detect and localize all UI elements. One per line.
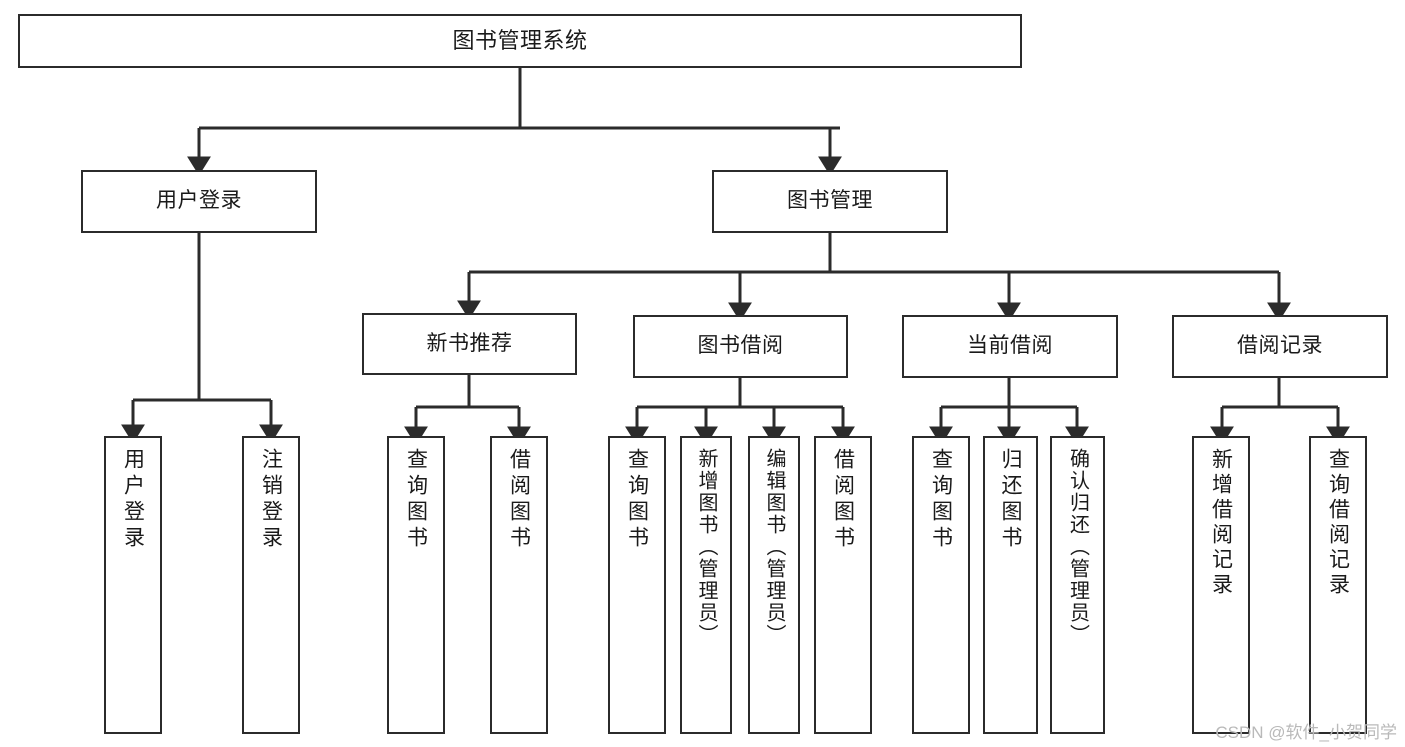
node-label: 确认归还（管理员） — [1066, 448, 1089, 646]
node-book-management[interactable]: 图书管理 — [712, 170, 948, 233]
node-label: 图书管理 — [787, 189, 873, 213]
leaf-book-borrow-query-books[interactable]: 查询图书 — [608, 436, 666, 734]
node-label: 借阅记录 — [1237, 334, 1323, 358]
node-current-borrow[interactable]: 当前借阅 — [902, 315, 1118, 378]
node-label: 当前借阅 — [967, 334, 1053, 358]
node-label: 注销登录 — [259, 448, 283, 552]
leaf-book-borrow-edit-book-admin[interactable]: 编辑图书（管理员） — [748, 436, 800, 734]
node-label: 新增借阅记录 — [1209, 448, 1233, 598]
node-new-book-recommendation[interactable]: 新书推荐 — [362, 313, 577, 375]
node-user-login[interactable]: 用户登录 — [81, 170, 317, 233]
node-book-borrow[interactable]: 图书借阅 — [633, 315, 848, 378]
node-root-book-management-system[interactable]: 图书管理系统 — [18, 14, 1022, 68]
node-label: 图书借阅 — [697, 334, 784, 358]
node-label: 查询借阅记录 — [1326, 448, 1350, 598]
leaf-current-borrow-return-books[interactable]: 归还图书 — [983, 436, 1038, 734]
leaf-new-book-borrow-books[interactable]: 借阅图书 — [490, 436, 548, 734]
node-label: 查询图书 — [404, 448, 428, 552]
leaf-records-add-borrow-record[interactable]: 新增借阅记录 — [1192, 436, 1250, 734]
node-label: 用户登录 — [121, 448, 145, 552]
node-label: 新书推荐 — [426, 331, 513, 355]
leaf-user-login-logout[interactable]: 注销登录 — [242, 436, 300, 734]
node-label: 借阅图书 — [507, 448, 531, 552]
node-label: 借阅图书 — [831, 448, 855, 552]
leaf-records-query-borrow-record[interactable]: 查询借阅记录 — [1309, 436, 1367, 734]
node-label: 查询图书 — [625, 448, 649, 552]
leaf-user-login-login[interactable]: 用户登录 — [104, 436, 162, 734]
leaf-current-borrow-query-books[interactable]: 查询图书 — [912, 436, 970, 734]
node-borrow-records[interactable]: 借阅记录 — [1172, 315, 1388, 378]
node-label: 查询图书 — [929, 448, 953, 552]
leaf-new-book-query-books[interactable]: 查询图书 — [387, 436, 445, 734]
leaf-book-borrow-borrow-books[interactable]: 借阅图书 — [814, 436, 872, 734]
node-label: 归还图书 — [999, 448, 1022, 552]
node-label: 编辑图书（管理员） — [763, 448, 785, 646]
node-label: 图书管理系统 — [452, 28, 588, 54]
leaf-current-borrow-confirm-return-admin[interactable]: 确认归还（管理员） — [1050, 436, 1105, 734]
csdn-watermark: CSDN @软件_小贺同学 — [1215, 723, 1397, 742]
node-label: 新增图书（管理员） — [695, 448, 717, 646]
leaf-book-borrow-add-book-admin[interactable]: 新增图书（管理员） — [680, 436, 732, 734]
node-label: 用户登录 — [156, 189, 242, 213]
